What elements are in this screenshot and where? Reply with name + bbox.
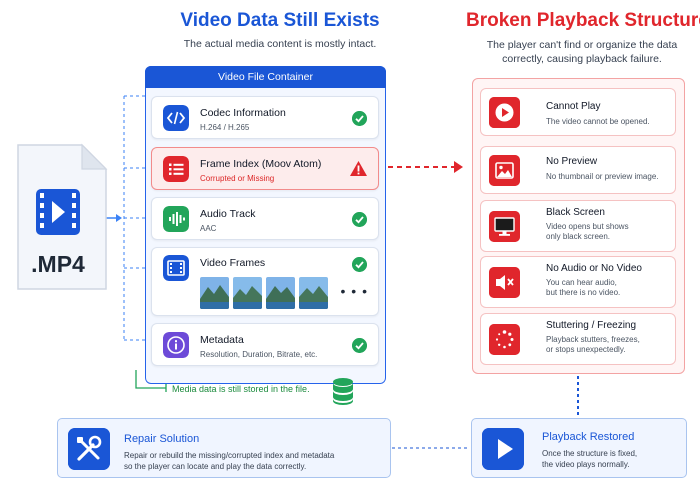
right-heading-subtitle: The player can't find or organize the da… <box>470 38 694 66</box>
row-video-frames: Video Frames • • • <box>151 247 379 316</box>
right-heading-subtitle-line1: The player can't find or organize the da… <box>486 39 678 51</box>
file-extension-label: .MP4 <box>31 251 85 277</box>
row-title: Codec Information <box>200 107 286 119</box>
warning-icon <box>350 161 367 176</box>
symptom-description-line1: Video opens but shows <box>546 222 629 231</box>
row-subtitle: Corrupted or Missing <box>200 174 275 183</box>
database-icon <box>333 378 353 405</box>
symptom-description-line2: but there is no video. <box>546 288 621 297</box>
symptom-title: Black Screen <box>546 207 605 218</box>
restored-description-line1: Once the structure is fixed, <box>542 449 638 458</box>
restored-description-line2: the video plays normally. <box>542 460 630 469</box>
more-frames-ellipsis: • • • <box>340 283 368 299</box>
check-icon <box>352 257 367 272</box>
check-icon <box>352 111 367 126</box>
row-title: Video Frames <box>200 257 266 269</box>
repair-title: Repair Solution <box>124 433 200 445</box>
left-heading-title: Video Data Still Exists <box>180 10 380 31</box>
monitor-icon <box>489 211 520 242</box>
row-subtitle: AAC <box>200 224 217 233</box>
repair-description-line1: Repair or rebuild the missing/corrupted … <box>124 451 335 460</box>
row-title: Audio Track <box>200 208 256 220</box>
tools-icon <box>68 428 110 470</box>
list-icon <box>163 156 189 182</box>
film-icon <box>163 255 189 281</box>
stored-data-note: Media data is still stored in the file. <box>172 384 310 394</box>
right-heading-title: Broken Playback Structure <box>466 10 700 31</box>
symptom-title: Stuttering / Freezing <box>546 320 637 331</box>
symptom-description-line2: or stops unexpectedly. <box>546 345 626 354</box>
playback-restored-box: Playback Restored Once the structure is … <box>471 418 687 478</box>
play-icon <box>489 97 520 128</box>
restored-title: Playback Restored <box>542 431 635 443</box>
symptom-title: Cannot Play <box>546 101 601 112</box>
left-heading-subtitle: The actual media content is mostly intac… <box>183 38 377 50</box>
check-icon <box>352 338 367 353</box>
mute-icon <box>489 267 520 298</box>
mp4-file-icon <box>17 143 108 290</box>
row-metadata: Metadata Resolution, Duration, Bitrate, … <box>151 323 379 366</box>
symptom-card-no-audio-video: No Audio or No Video You can hear audio,… <box>480 256 676 308</box>
repair-description-line2: so the player can locate and play the da… <box>124 462 307 471</box>
row-audio-track: Audio Track AAC <box>151 197 379 240</box>
symptom-title: No Preview <box>546 156 598 167</box>
row-frame-index: Frame Index (Moov Atom) Corrupted or Mis… <box>151 147 379 190</box>
row-title: Frame Index (Moov Atom) <box>200 158 322 170</box>
check-icon <box>352 212 367 227</box>
row-subtitle: H.264 / H.265 <box>200 123 250 132</box>
loading-icon <box>489 324 520 355</box>
row-codec-information: Codec Information H.264 / H.265 <box>151 96 379 139</box>
symptom-description-line2: only black screen. <box>546 232 611 241</box>
symptom-card-stuttering: Stuttering / Freezing Playback stutters,… <box>480 313 676 365</box>
symptom-description-line1: You can hear audio, <box>546 278 617 287</box>
audio-waveform-icon <box>163 206 189 232</box>
play-icon <box>482 428 524 470</box>
symptom-description: No thumbnail or preview image. <box>546 172 659 181</box>
container-title: Video File Container <box>145 66 386 88</box>
frame-thumbnail <box>266 277 295 309</box>
symptom-title: No Audio or No Video <box>546 263 642 274</box>
symptom-card-black-screen: Black Screen Video opens but shows only … <box>480 200 676 252</box>
symptom-description: The video cannot be opened. <box>546 117 650 126</box>
frame-thumbnail <box>200 277 229 309</box>
row-subtitle: Resolution, Duration, Bitrate, etc. <box>200 350 318 359</box>
symptom-card-cannot-play: Cannot Play The video cannot be opened. <box>480 88 676 136</box>
right-heading-subtitle-line2: correctly, causing playback failure. <box>502 53 662 65</box>
code-icon <box>163 105 189 131</box>
image-icon <box>489 155 520 186</box>
repair-solution-box: Repair Solution Repair or rebuild the mi… <box>57 418 391 478</box>
frame-thumbnail <box>233 277 262 309</box>
symptom-card-no-preview: No Preview No thumbnail or preview image… <box>480 146 676 194</box>
symptom-description-line1: Playback stutters, freezes, <box>546 335 640 344</box>
frame-thumbnail <box>299 277 328 309</box>
info-icon <box>163 332 189 358</box>
row-title: Metadata <box>200 334 244 346</box>
